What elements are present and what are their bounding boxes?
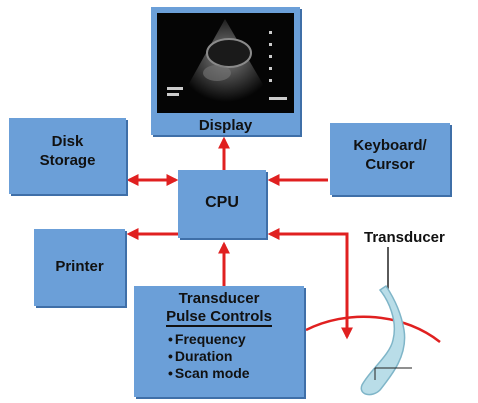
transducer-label: Transducer: [364, 229, 445, 246]
ultrasound-scan-icon: [167, 19, 287, 111]
printer-block: Printer: [34, 229, 125, 306]
display-label: Display: [198, 117, 253, 134]
scan-arc: [305, 315, 441, 343]
pulse-control-item-duration: Duration: [168, 348, 304, 365]
keyboard-label-line1: Keyboard/: [353, 137, 427, 154]
disk-storage-label-line1: Disk: [51, 133, 84, 150]
keyboard-label-line2: Cursor: [365, 156, 415, 173]
disk-storage-block: Disk Storage: [9, 118, 126, 194]
pulse-controls-list: Frequency Duration Scan mode: [134, 331, 304, 382]
disk-storage-label-line2: Storage: [39, 152, 96, 169]
pulse-controls-title-line1: Transducer: [178, 290, 260, 307]
pulse-controls-title-line2: Pulse Controls: [166, 308, 272, 327]
ultrasound-screen-image: [157, 13, 294, 113]
pulse-controls-block: Transducer Pulse Controls Frequency Dura…: [134, 286, 304, 397]
pulse-control-item-frequency: Frequency: [168, 331, 304, 348]
cpu-block: CPU: [178, 170, 266, 238]
display-block: Display: [151, 7, 300, 135]
pulse-control-item-scan-mode: Scan mode: [168, 365, 304, 382]
arrow-transducer-to-cpu: [267, 228, 353, 340]
cpu-label: CPU: [205, 194, 239, 211]
transducer-probe: [360, 284, 406, 396]
keyboard-cursor-block: Keyboard/ Cursor: [330, 123, 450, 195]
printer-label: Printer: [55, 258, 104, 275]
